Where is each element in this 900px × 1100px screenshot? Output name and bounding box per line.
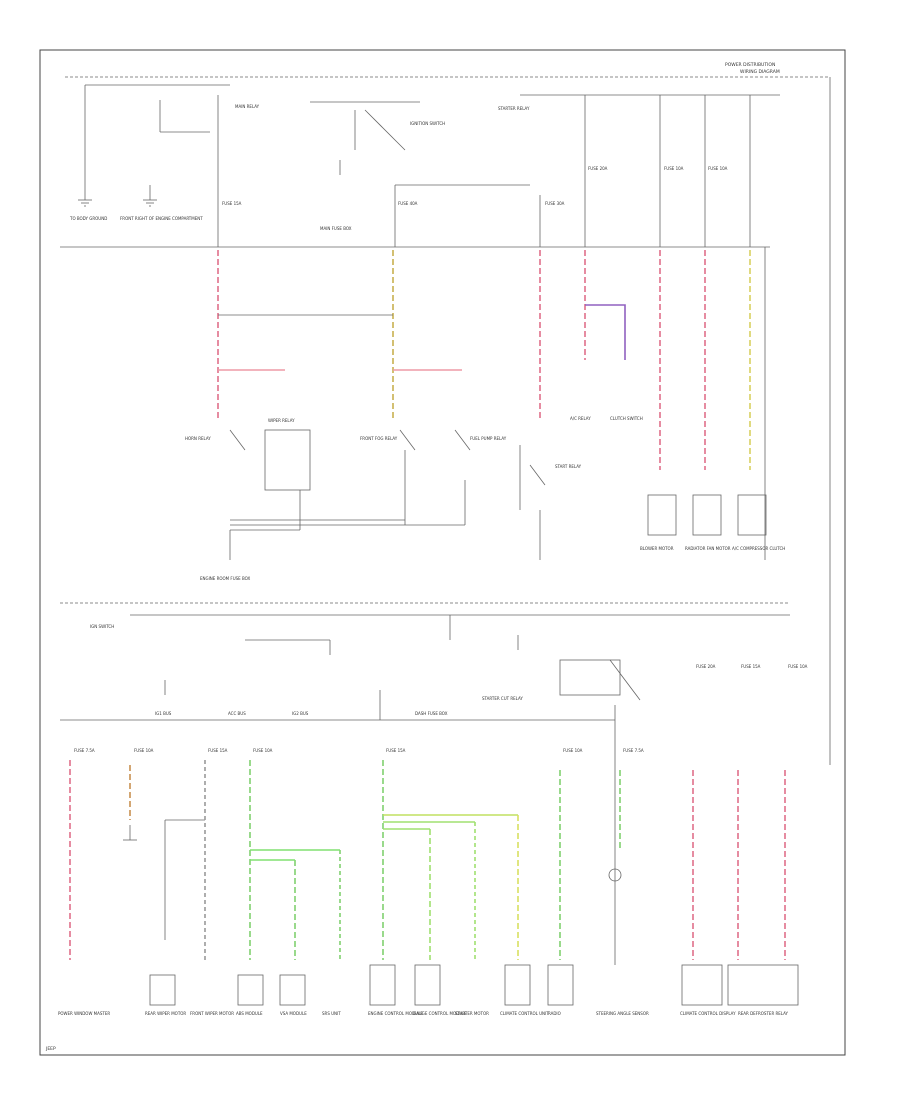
bottom-structure [60,602,799,1006]
bottom-fuse-label: FUSE 15A [386,748,406,753]
top-section [60,76,831,765]
component-label: RADIO [548,1011,561,1016]
ground-label-1: TO BODY GROUND [69,216,107,221]
bottom-wires [69,760,786,960]
fuse-label: FUSE 40A [398,201,418,206]
bus-label: IG2 BUS [292,711,309,716]
ground-label-2: FRONT RIGHT OF ENGINE COMPARTMENT [120,216,203,221]
bottom-labels: IGN SWITCH IG1 BUS ACC BUS IG2 BUS DASH … [58,624,808,1016]
fuse-label: FUSE 10A [664,166,684,171]
bottom-fuse-label: FUSE 15A [208,748,228,753]
middle-structure [218,247,767,560]
relay-label: FRONT FOG RELAY [360,436,398,441]
bottom-fuse-label: FUSE 15A [741,664,761,669]
bus-label: DASH FUSE BOX [415,711,448,716]
middle-wires [217,250,751,470]
relay-label: A/C RELAY [570,416,591,421]
component-label: SRS UNIT [322,1011,341,1016]
header-line-2: WIRING DIAGRAM [740,69,780,75]
component-label: VSA MODULE [280,1011,307,1016]
ground-symbols [78,199,157,207]
bottom-fuse-label: FUSE 20A [696,664,716,669]
fuse-label: FUSE 30A [545,201,565,206]
main-fuse-box-label: MAIN FUSE BOX [320,226,352,231]
bottom-fuse-label: FUSE 10A [563,748,583,753]
bus-label: ACC BUS [228,711,246,716]
bus-label: IGN SWITCH [90,624,114,629]
component-label: STARTER MOTOR [455,1011,489,1016]
bus-label: IG1 BUS [155,711,172,716]
fuse-label: FUSE 10A [708,166,728,171]
bottom-fuse-label: FUSE 7.5A [623,748,644,753]
component-label: STEERING ANGLE SENSOR [596,1011,649,1016]
component-label: RADIATOR FAN MOTOR [685,546,731,551]
relay-label: HORN RELAY [185,436,211,441]
bottom-fuse-label: FUSE 10A [253,748,273,753]
component-label: CLIMATE CONTROL UNIT [500,1011,549,1016]
middle-labels: HORN RELAY WIPER RELAY FRONT FOG RELAY F… [185,416,785,581]
relay-label: CLUTCH SWITCH [610,416,643,421]
bottom-fuse-label: FUSE 10A [134,748,154,753]
fuse-label: FUSE 20A [588,166,608,171]
relay-label: FUEL PUMP RELAY [470,436,507,441]
engine-fuse-box-label: ENGINE ROOM FUSE BOX [200,576,251,581]
footer-label: JEEP [45,1046,56,1052]
starter-label: STARTER RELAY [498,106,530,111]
component-label: GAUGE CONTROL MODULE [413,1011,467,1016]
bottom-fuse-label: FUSE 10A [788,664,808,669]
header-line-1: POWER DISTRIBUTION [725,62,775,68]
relay-label: START RELAY [555,464,582,469]
component-label: BLOWER MOTOR [640,546,674,551]
component-label: REAR WIPER MOTOR [145,1011,186,1016]
component-label: A/C COMPRESSOR CLUTCH [732,546,785,551]
component-label: REAR DEFROSTER RELAY [738,1011,789,1016]
top-labels: TO BODY GROUND FRONT RIGHT OF ENGINE COM… [69,104,728,231]
component-label: FRONT WIPER MOTOR [190,1011,234,1016]
component-label: ABS MODULE [236,1011,263,1016]
component-label: CLIMATE CONTROL DISPLAY [680,1011,736,1016]
fuse-label: FUSE 15A [222,201,242,206]
component-label: POWER WINDOW MASTER [58,1011,110,1016]
diagram-border [39,49,846,1056]
component-label: ENGINE CONTROL MODULE [368,1011,423,1016]
bus-label: STARTER CUT RELAY [482,696,523,701]
ignition-label: IGNITION SWITCH [410,121,445,126]
main-relay-label: MAIN RELAY [235,104,260,109]
bottom-fuse-label: FUSE 7.5A [74,748,95,753]
relay-label: WIPER RELAY [268,418,295,423]
header-labels: POWER DISTRIBUTION WIRING DIAGRAM [725,62,780,75]
